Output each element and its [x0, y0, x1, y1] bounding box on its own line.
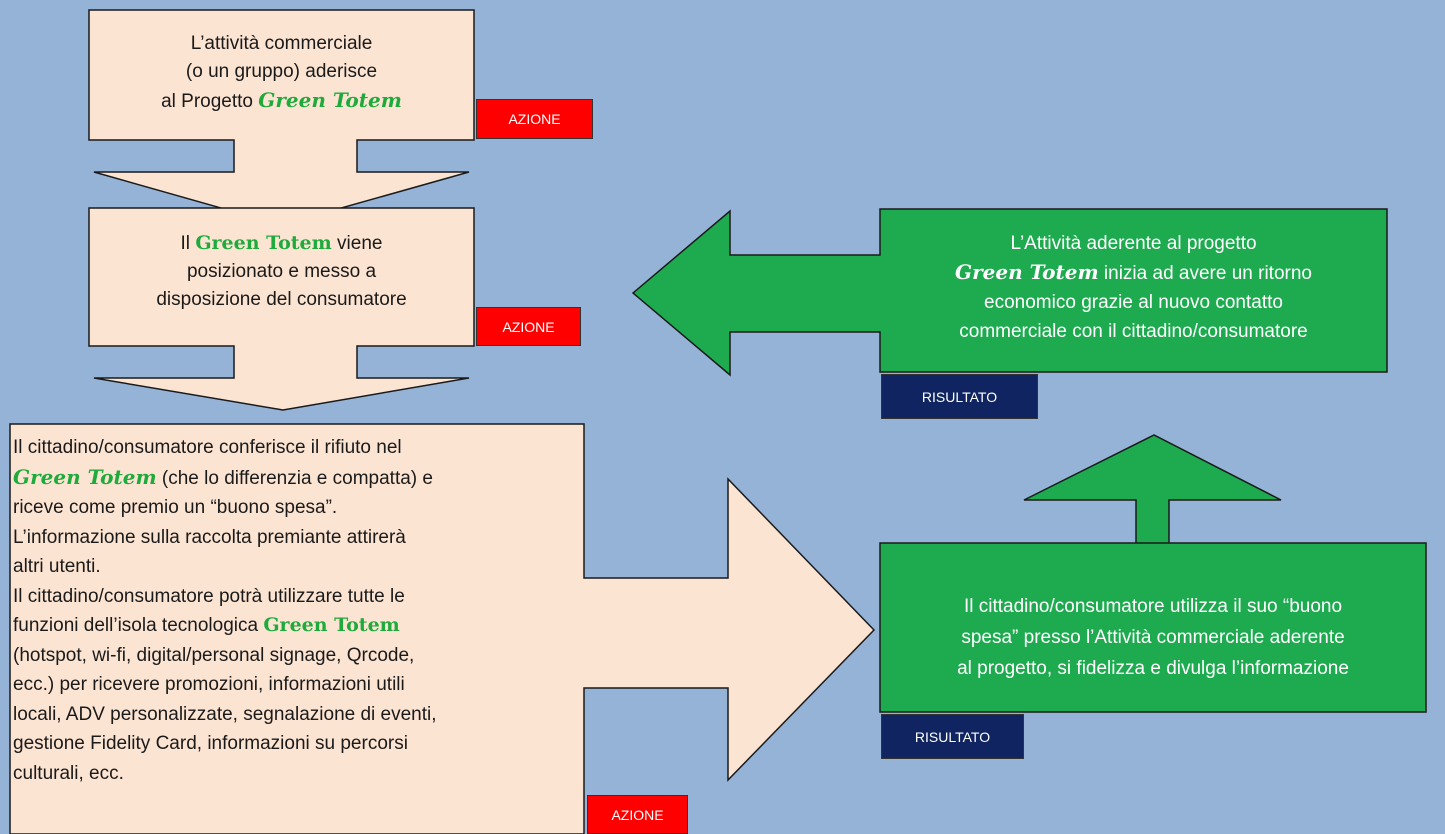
- risultato-tag-2: RISULTATO: [881, 714, 1024, 759]
- box3-line3: riceve come premio un “buono spesa”.: [13, 497, 338, 518]
- brand-green-totem: Green Totem: [263, 614, 400, 636]
- box2-line2: posizionato e messo a: [186, 261, 377, 282]
- box4-line1: L’Attività aderente al progetto: [1010, 233, 1257, 254]
- risultato-tag-1: RISULTATO: [881, 374, 1038, 419]
- box4-line3: economico grazie al nuovo contatto: [984, 292, 1283, 313]
- box2-line1: Il Green Totem viene: [89, 229, 474, 258]
- box3-line12: culturali, ecc.: [13, 762, 124, 784]
- box3-line9: ecc.) per ricevere promozioni, informazi…: [13, 674, 405, 695]
- action-box-2: [88, 207, 475, 411]
- box2-text: Il Green Totem viene posizionato e messo…: [89, 229, 474, 314]
- box3-line1: Il cittadino/consumatore conferisce il r…: [13, 437, 402, 458]
- brand-green-totem: Green Totem: [195, 232, 332, 254]
- box1-text: L’attività commerciale (o un gruppo) ade…: [89, 30, 474, 116]
- box2-line1-prefix: Il: [180, 233, 196, 254]
- box5-line1: Il cittadino/consumatore utilizza il suo…: [963, 596, 1343, 617]
- box1-line3-prefix: al Progetto: [161, 91, 259, 112]
- box3-line5: altri utenti.: [13, 556, 101, 577]
- brand-green-totem: Green Totem: [955, 260, 1099, 284]
- box1-line1: L’attività commerciale: [190, 33, 373, 54]
- box3-line4: L’informazione sulla raccolta premiante …: [13, 526, 406, 548]
- box2-line3: disposizione del consumatore: [156, 289, 407, 310]
- action-box-3: [9, 423, 876, 834]
- box3-line2: Green Totem (che lo differenzia e compat…: [13, 463, 583, 494]
- box3-line2-suffix: (che lo differenzia e compatta) e: [156, 467, 433, 489]
- box1-line2: (o un gruppo) aderisce: [185, 61, 378, 82]
- result-box-5: [879, 434, 1427, 713]
- box5-line3: al progetto, si fidelizza e divulga l’in…: [957, 658, 1349, 679]
- box4-line4: commerciale con il cittadino/consumatore: [959, 321, 1308, 342]
- box1-line3: al Progetto Green Totem: [89, 86, 474, 116]
- box5-line2: spesa” presso l’Attività commerciale ade…: [961, 627, 1345, 648]
- box4-line2: Green Totem inizia ad avere un ritorno: [880, 258, 1387, 288]
- box4-text: L’Attività aderente al progetto Green To…: [880, 229, 1387, 346]
- box3-line11: gestione Fidelity Card, informazioni su …: [13, 733, 408, 754]
- box3-line7: funzioni dell’isola tecnologica Green To…: [13, 611, 583, 641]
- brand-green-totem: Green Totem: [13, 464, 157, 489]
- result-box-4: [631, 208, 1388, 377]
- box3-line8: (hotspot, wi-fi, digital/personal signag…: [13, 644, 415, 666]
- azione-tag-1: AZIONE: [476, 99, 593, 139]
- brand-green-totem: Green Totem: [258, 88, 402, 112]
- azione-tag-2: AZIONE: [476, 307, 581, 346]
- box2-line1-suffix: viene: [331, 233, 383, 254]
- azione-tag-3: AZIONE: [587, 795, 688, 834]
- box3-line7-prefix: funzioni dell’isola tecnologica: [13, 615, 264, 636]
- box3-text: Il cittadino/consumatore conferisce il r…: [13, 433, 583, 788]
- box4-line2-suffix: inizia ad avere un ritorno: [1098, 263, 1312, 284]
- action-box-1: [88, 9, 475, 226]
- box3-line10: locali, ADV personalizzate, segnalazione…: [13, 703, 437, 725]
- box5-text: Il cittadino/consumatore utilizza il suo…: [880, 591, 1426, 684]
- box3-line6: Il cittadino/consumatore potrà utilizzar…: [13, 585, 405, 607]
